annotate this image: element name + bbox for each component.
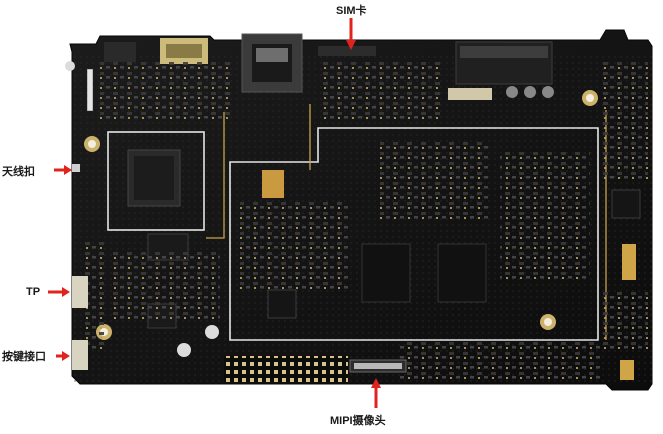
label-antenna-connector: 天线扣	[2, 166, 35, 178]
top-connectors	[104, 33, 554, 100]
label-keypad-interface: 按键接口	[2, 351, 46, 363]
smt-components	[84, 60, 648, 380]
label-touch-panel: TP	[26, 286, 41, 298]
label-sim-card: SIM卡	[336, 5, 367, 17]
copper-traces	[206, 104, 607, 340]
wifi-module	[127, 149, 181, 207]
silkscreen-frames	[87, 69, 599, 341]
header-pins	[224, 356, 407, 382]
annotation-arrows	[48, 18, 381, 408]
label-mipi-camera: MIPI摄像头	[330, 415, 386, 427]
side-connectors	[72, 164, 88, 370]
